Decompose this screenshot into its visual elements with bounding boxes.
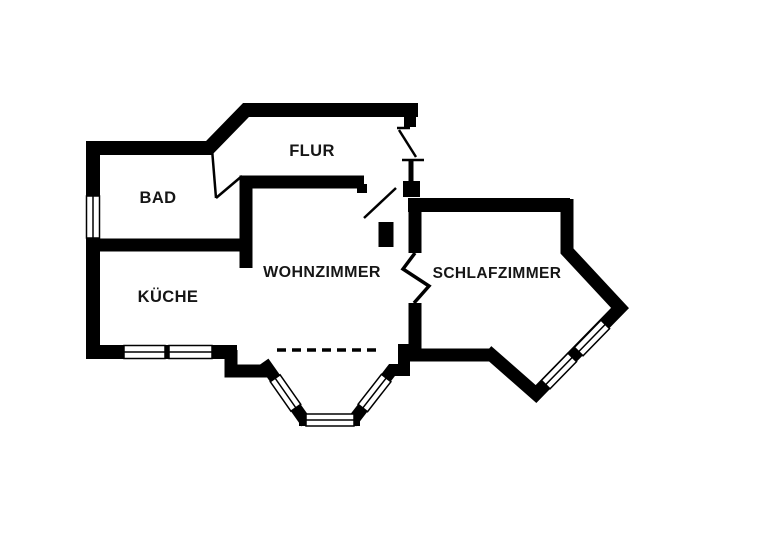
door-flur-wohnzimmer: [357, 184, 397, 219]
outer-wall-left-block: [86, 103, 418, 359]
windows: [85, 195, 611, 427]
window-icon: [85, 195, 101, 239]
room-label-bad: BAD: [140, 189, 177, 207]
window-icon: [357, 373, 392, 413]
window-icon: [573, 319, 611, 357]
wall-step-bay-left: [224, 350, 272, 378]
window-icon: [269, 373, 302, 413]
door-jamb-icon: [357, 184, 367, 193]
door-flur-bad: [210, 148, 243, 199]
wall-schlafzimmer-bay: [482, 199, 629, 403]
entrance-door: [397, 116, 424, 197]
room-label-wohnzimmer: WOHNZIMMER: [263, 264, 381, 281]
wall-flur-wohnzimmer: [239, 175, 364, 268]
door-leaf-icon: [363, 187, 397, 219]
window-icon: [168, 344, 213, 360]
room-label-schlafzimmer: SCHLAFZIMMER: [433, 265, 562, 282]
door-jamb-icon: [403, 181, 420, 197]
window-icon: [305, 413, 355, 427]
door-swing-line: [215, 175, 243, 199]
zigzag-opening-icon: [400, 251, 432, 305]
window-icon: [540, 352, 578, 390]
door-leaf-icon: [397, 129, 418, 158]
door-jamb-icon: [404, 116, 416, 127]
room-label-kueche: KÜCHE: [138, 287, 199, 306]
window-icon: [123, 344, 166, 360]
room-label-flur: FLUR: [289, 142, 335, 160]
door-leaf-icon: [210, 148, 218, 199]
